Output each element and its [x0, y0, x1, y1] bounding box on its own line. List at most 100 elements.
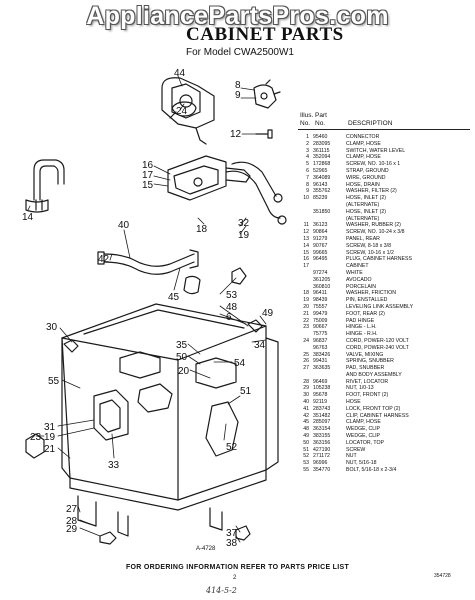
- description-cell: WASHER, FILTER (2): [346, 188, 397, 195]
- description-cell: CORD, POWER-120 VOLT: [346, 337, 409, 344]
- part-number-cell: 90864: [313, 229, 328, 236]
- description-cell: SCREW, NO. 10-24 x 3/8: [346, 229, 405, 236]
- callout-label: 40: [118, 220, 130, 231]
- cabinet-drawing: [61, 303, 279, 537]
- callout-label: 34: [254, 340, 266, 351]
- illus-number-cell: 18: [303, 290, 309, 297]
- illus-number-cell: [298, 345, 313, 352]
- header-part: Part: [315, 112, 327, 119]
- illus-number-cell: [298, 331, 313, 338]
- description-cell: PAD, SNUBBER: [346, 365, 385, 372]
- description-cell: SWITCH, WATER LEVEL: [346, 147, 406, 154]
- callout-label: 38: [226, 538, 238, 549]
- description-cell: HINGE - R.H.: [346, 331, 378, 338]
- description-cell: LOCK, FRONT TOP (2): [346, 405, 401, 412]
- callout-label: 19: [238, 230, 250, 241]
- description-cell: SCREW, NO. 10-16 x 1: [346, 161, 401, 168]
- part-number-cell: 96469: [313, 378, 328, 385]
- description-cell: RIVET, LOCATOR: [346, 378, 389, 385]
- callout-label: 33: [108, 460, 120, 471]
- connector-drawing: [253, 79, 281, 109]
- description-cell: PAD HINGE: [346, 317, 375, 324]
- part-number-cell: 361115: [313, 147, 330, 154]
- table-row: 75775 HINGE - R.H.: [298, 331, 470, 338]
- illus-number-cell: 49: [303, 433, 309, 440]
- description-cell: HOSE: [346, 399, 361, 406]
- part-number-cell: 427190: [313, 446, 331, 453]
- illus-number-cell: 42: [303, 412, 309, 419]
- illus-number-cell: [298, 372, 313, 379]
- illus-number-cell: 11: [303, 222, 309, 229]
- callout-label: 44: [174, 68, 186, 79]
- description-cell: WASHER, RUBBER (2): [346, 222, 401, 229]
- illus-number-cell: 22: [303, 317, 309, 324]
- description-cell: STRAP, GROUND: [346, 167, 389, 174]
- part-number-cell: 283743: [313, 405, 331, 412]
- part-number-cell: 52965: [313, 167, 328, 174]
- part-number-cell: 285097: [313, 419, 331, 426]
- illus-number-cell: 14: [303, 242, 309, 249]
- description-cell: CLAMP, HOSE: [346, 419, 381, 426]
- part-number-cell: 363635: [313, 365, 331, 372]
- callout-label: 9: [235, 90, 241, 101]
- handwritten-note: 414-5-2: [206, 586, 237, 595]
- callout-label: 31: [44, 422, 56, 433]
- description-cell: PLUG, CABINET HARNESS: [346, 256, 412, 263]
- screw-drawing: [255, 129, 273, 139]
- callout-label: 8: [235, 80, 241, 91]
- illus-number-cell: [298, 202, 313, 209]
- illus-number-cell: [298, 270, 313, 277]
- illus-number-cell: 4: [306, 154, 309, 161]
- diagram-callouts: 44 24 8 9 12 16 17 15 14 40 18 32 19 42 …: [22, 68, 274, 552]
- callout-label: 19: [44, 432, 56, 443]
- header-no: No.: [315, 120, 326, 127]
- description-cell: CONNECTOR: [346, 134, 380, 140]
- part-number-cell: 96495: [313, 256, 328, 263]
- illus-number-cell: 17: [303, 263, 309, 270]
- illus-number-cell: 12: [303, 229, 309, 236]
- callout-label: 45: [168, 292, 180, 303]
- callout-label: 23: [30, 432, 42, 443]
- illus-number-cell: [298, 284, 313, 291]
- description-cell: NUT: [346, 453, 357, 460]
- table-row: 27 363635 PAD, SNUBBER: [298, 365, 470, 372]
- hose-clamp-drawing: [169, 101, 197, 119]
- illus-number-cell: 13: [303, 235, 309, 242]
- part-number-cell: 75009: [313, 317, 328, 324]
- parts-list-header: Illus. Part No. No. DESCRIPTION: [298, 110, 470, 132]
- illus-number-cell: 5: [306, 161, 309, 168]
- description-cell: SCREW, 10-16 x 1/2: [346, 249, 394, 256]
- callout-label: 18: [196, 224, 208, 235]
- description-cell: CABINET: [346, 263, 369, 270]
- illus-number-cell: 3: [306, 147, 309, 154]
- illus-number-cell: 27: [303, 365, 309, 372]
- callout-label: 48: [226, 302, 238, 313]
- illus-number-cell: 7: [306, 174, 309, 181]
- part-number-cell: 75775: [313, 331, 328, 338]
- part-number-cell: 97274: [313, 269, 328, 276]
- part-number-cell: 92119: [313, 399, 328, 406]
- description-cell: LEVELING LINK ASSEMBLY: [346, 303, 414, 310]
